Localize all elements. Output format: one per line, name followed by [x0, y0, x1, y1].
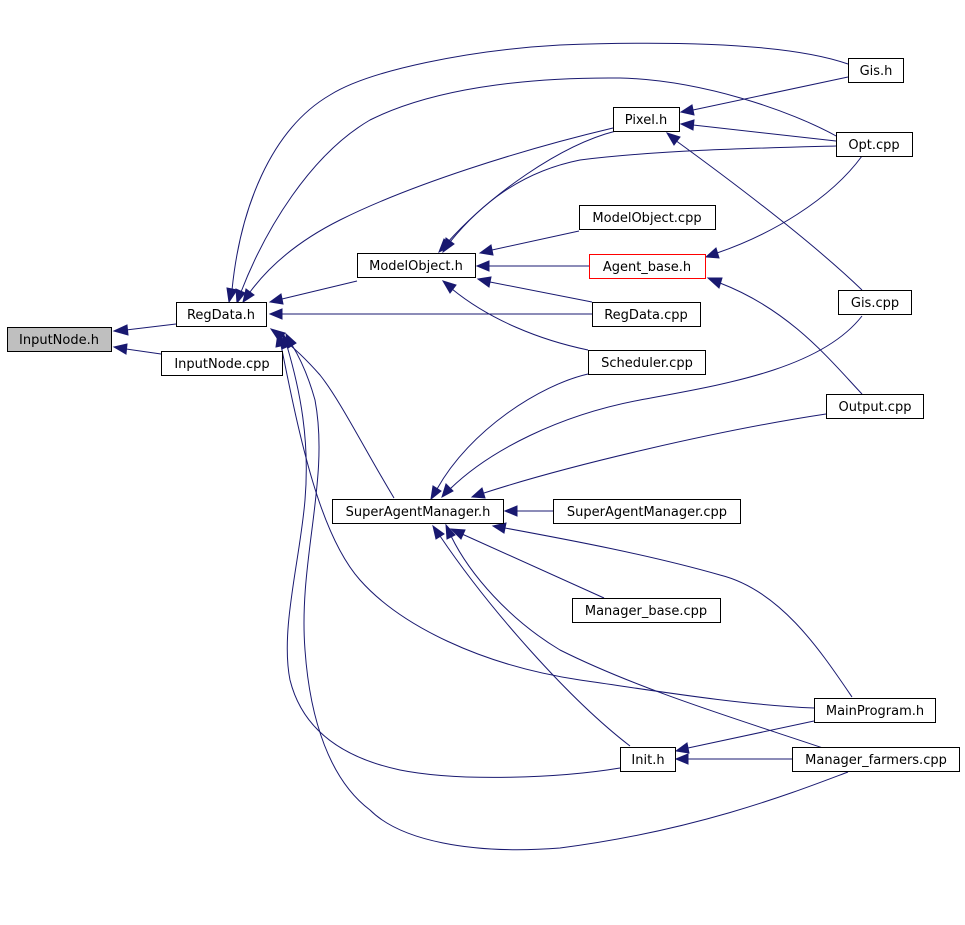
node-label: InputNode.h — [19, 333, 99, 348]
graph-edges — [112, 42, 863, 851]
node-inputnode-cpp[interactable]: InputNode.cpp — [161, 351, 283, 376]
edge-init-h-to-superagentmanager-h — [432, 524, 631, 747]
edge-manager-farmers-cpp-to-superagentmanager-h — [445, 523, 827, 750]
edge-gis-cpp-to-superagentmanager-h — [441, 315, 863, 499]
edge-init-h-to-regdata-h — [281, 332, 621, 778]
edge-scheduler-cpp-to-modelobject-h — [441, 280, 589, 351]
edge-pixel-h-to-modelobject-h — [438, 130, 617, 254]
node-label: ModelObject.cpp — [592, 211, 701, 226]
edge-opt-cpp-to-pixel-h — [679, 119, 837, 142]
edge-inputnode-cpp-to-inputnode-h — [112, 343, 162, 355]
node-manager-base-cpp[interactable]: Manager_base.cpp — [572, 598, 721, 623]
node-label: Gis.cpp — [851, 296, 899, 311]
node-label: Agent_base.h — [603, 260, 691, 275]
edge-regdata-cpp-to-regdata-h — [268, 308, 592, 320]
node-output-cpp[interactable]: Output.cpp — [826, 394, 924, 419]
edge-regdata-cpp-to-modelobject-h — [476, 276, 593, 303]
edge-opt-cpp-to-regdata-h — [235, 77, 839, 305]
edge-superagentmanager-cpp-to-superagentmanager-h — [503, 505, 553, 517]
node-regdata-cpp[interactable]: RegData.cpp — [592, 302, 701, 327]
node-opt-cpp[interactable]: Opt.cpp — [836, 132, 913, 157]
node-modelobject-cpp[interactable]: ModelObject.cpp — [579, 205, 716, 230]
node-pixel-h[interactable]: Pixel.h — [613, 107, 680, 132]
edge-pixel-h-to-regdata-h — [242, 127, 614, 304]
edge-manager-farmers-cpp-to-init-h — [674, 753, 792, 765]
node-label: RegData.cpp — [604, 308, 688, 323]
edge-manager-base-cpp-to-superagentmanager-h — [449, 528, 605, 599]
node-inputnode-h: InputNode.h — [7, 327, 112, 352]
node-label: Opt.cpp — [848, 138, 899, 153]
node-label: Manager_farmers.cpp — [805, 753, 947, 768]
node-label: SuperAgentManager.cpp — [567, 505, 727, 520]
edge-manager-farmers-cpp-to-regdata-h — [285, 332, 849, 851]
node-label: Gis.h — [860, 64, 893, 79]
graph-nodes: InputNode.h RegData.h InputNode.cpp Mode… — [7, 58, 960, 772]
edge-opt-cpp-to-agent-base-h — [704, 155, 863, 259]
edge-mainprogram-h-to-init-h — [674, 720, 815, 754]
node-label: Scheduler.cpp — [601, 356, 693, 371]
node-mainprogram-h[interactable]: MainProgram.h — [814, 698, 936, 723]
node-label: RegData.h — [187, 308, 255, 323]
node-scheduler-cpp[interactable]: Scheduler.cpp — [588, 350, 706, 375]
edge-modelobject-h-to-regdata-h — [268, 280, 358, 305]
node-superagentmanager-cpp[interactable]: SuperAgentManager.cpp — [553, 499, 741, 524]
edge-agent-base-h-to-modelobject-h — [475, 260, 589, 272]
edge-gis-h-to-pixel-h — [679, 76, 849, 116]
node-label: InputNode.cpp — [174, 357, 269, 372]
node-init-h[interactable]: Init.h — [620, 747, 676, 772]
node-agent-base-h[interactable]: Agent_base.h — [589, 254, 706, 279]
node-superagentmanager-h[interactable]: SuperAgentManager.h — [332, 499, 504, 524]
node-gis-h[interactable]: Gis.h — [848, 58, 904, 83]
node-label: Output.cpp — [839, 400, 912, 415]
edge-modelobject-cpp-to-modelobject-h — [478, 230, 580, 256]
node-label: SuperAgentManager.h — [346, 505, 491, 520]
node-regdata-h[interactable]: RegData.h — [176, 302, 267, 327]
edge-gis-h-to-regdata-h — [226, 42, 849, 304]
edge-regdata-h-to-inputnode-h — [112, 323, 177, 336]
node-label: MainProgram.h — [826, 704, 924, 719]
edge-opt-cpp-to-modelobject-h — [442, 145, 837, 254]
edge-output-cpp-to-superagentmanager-h — [470, 413, 827, 499]
node-label: Init.h — [631, 753, 664, 768]
edge-mainprogram-h-to-superagentmanager-h — [491, 522, 853, 698]
node-modelobject-h[interactable]: ModelObject.h — [357, 253, 476, 278]
node-gis-cpp[interactable]: Gis.cpp — [838, 290, 912, 315]
edge-scheduler-cpp-to-superagentmanager-h — [430, 373, 589, 501]
edge-gis-cpp-to-pixel-h — [665, 132, 863, 291]
node-label: Manager_base.cpp — [585, 604, 707, 619]
node-label: ModelObject.h — [369, 259, 463, 274]
node-label: Pixel.h — [625, 113, 667, 128]
node-manager-farmers-cpp[interactable]: Manager_farmers.cpp — [792, 747, 960, 772]
edge-output-cpp-to-agent-base-h — [706, 277, 863, 395]
